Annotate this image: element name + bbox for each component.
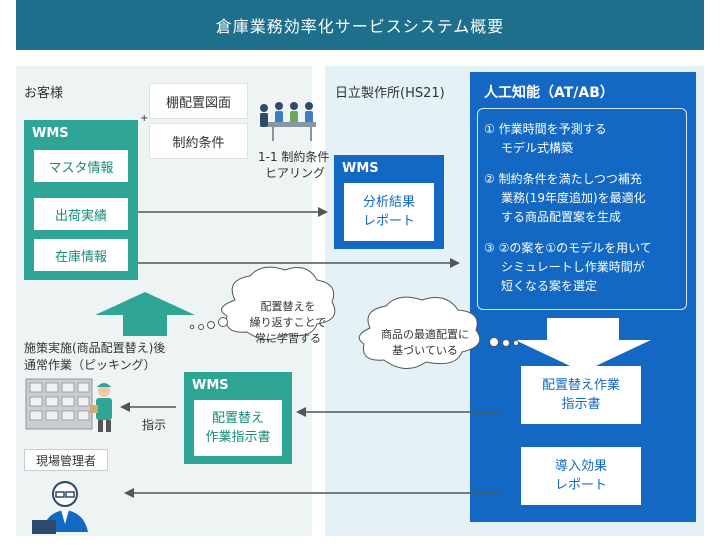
cloud-left-text: 配置替えを 繰り返すことで 常に学習する [249,300,327,345]
hitachi-wms-label: WMS [342,161,379,176]
hearing-label-1: 1-1 制約条件 [258,150,330,164]
arrow-inventory-to-ai-head [450,258,460,268]
cloud-right [358,296,481,369]
analysis-report-line1: 分析結果 [362,195,415,210]
ai-step-3: ③ ②の案を①のモデルを用いて シミュレートし作業時間が 短くなる案を選定 [484,241,652,293]
shipping-results-box: 出荷実績 [34,198,128,230]
warehouse-shelf-icon [25,378,112,432]
learning-up-arrow [95,292,195,336]
arrow-instruction-to-workers-head [120,402,130,412]
customer-wms-box: WMS マスタ情報 出荷実績 在庫情報 [24,120,138,280]
instruction-wms-box: WMS 配置替え 作業指示書 [184,372,292,464]
plus-sign: + [140,113,149,124]
hearing-label-2: ヒアリング [265,166,326,180]
cloud-right-text: 商品の最適配置に 基づいている [381,328,469,357]
inventory-info-box: 在庫情報 [34,239,128,271]
cloud-right-dot-1 [489,337,499,347]
cloud-left-dot-2 [207,321,215,329]
hitachi-heading: 日立製作所(HS21) [335,86,445,101]
meeting-people-icon [260,102,316,141]
customer-wms-label: WMS [32,126,69,141]
instruction-label: 指示 [142,418,167,432]
manager-label: 現場管理者 [24,449,108,471]
cloud-left [221,266,336,340]
arrow-doc-to-instruction-head [296,407,306,417]
shelf-layout-box: 棚配置図面 [150,84,247,118]
customer-heading: お客様 [24,86,64,101]
arrow-report-to-manager-head [124,488,134,498]
field-label-1: 施策実施(商品配置替え)後 [24,341,166,355]
cloud-left-dot-1 [218,317,228,327]
page-title: 倉庫業務効率化サービスシステム概要 [16,0,704,50]
ai-step-1: ① 作業時間を予測する モデル式構築 [484,122,607,155]
analysis-report-box: 分析結果 レポート [344,183,434,241]
ai-down-arrow [515,318,651,372]
cloud-right-dot-3 [513,340,519,346]
cloud-left-dot-4 [189,324,195,330]
analysis-report-line2: レポート [362,214,415,229]
relocation-instruction-box: 配置替え 作業指示書 [194,400,282,456]
arrow-shipping-to-hitachi-head [318,207,328,217]
cloud-right-dot-2 [502,339,510,347]
field-label-2: 通常作業（ピッキング） [24,358,156,372]
hitachi-wms-box: WMS 分析結果 レポート [334,155,444,249]
instruction-wms-label: WMS [192,378,229,393]
effect-report-doc: 導入効果 レポート [521,447,641,505]
constraints-box: 制約条件 [150,124,247,158]
master-info-box: マスタ情報 [34,150,128,182]
relocation-instruction-doc: 配置替え作業 指示書 [521,366,641,424]
ai-step-2: ② 制約条件を満たしつつ補充 業務(19年度追加)を最適化 する商品配置案を生成 [484,172,646,224]
manager-icon [32,481,88,534]
cloud-left-dot-3 [198,324,204,330]
ai-steps-list: ① 作業時間を予測する モデル式構築 ② 制約条件を満たしつつ補充 業務(19年… [477,108,687,310]
ai-heading: 人工知能（AT/AB） [484,85,614,101]
